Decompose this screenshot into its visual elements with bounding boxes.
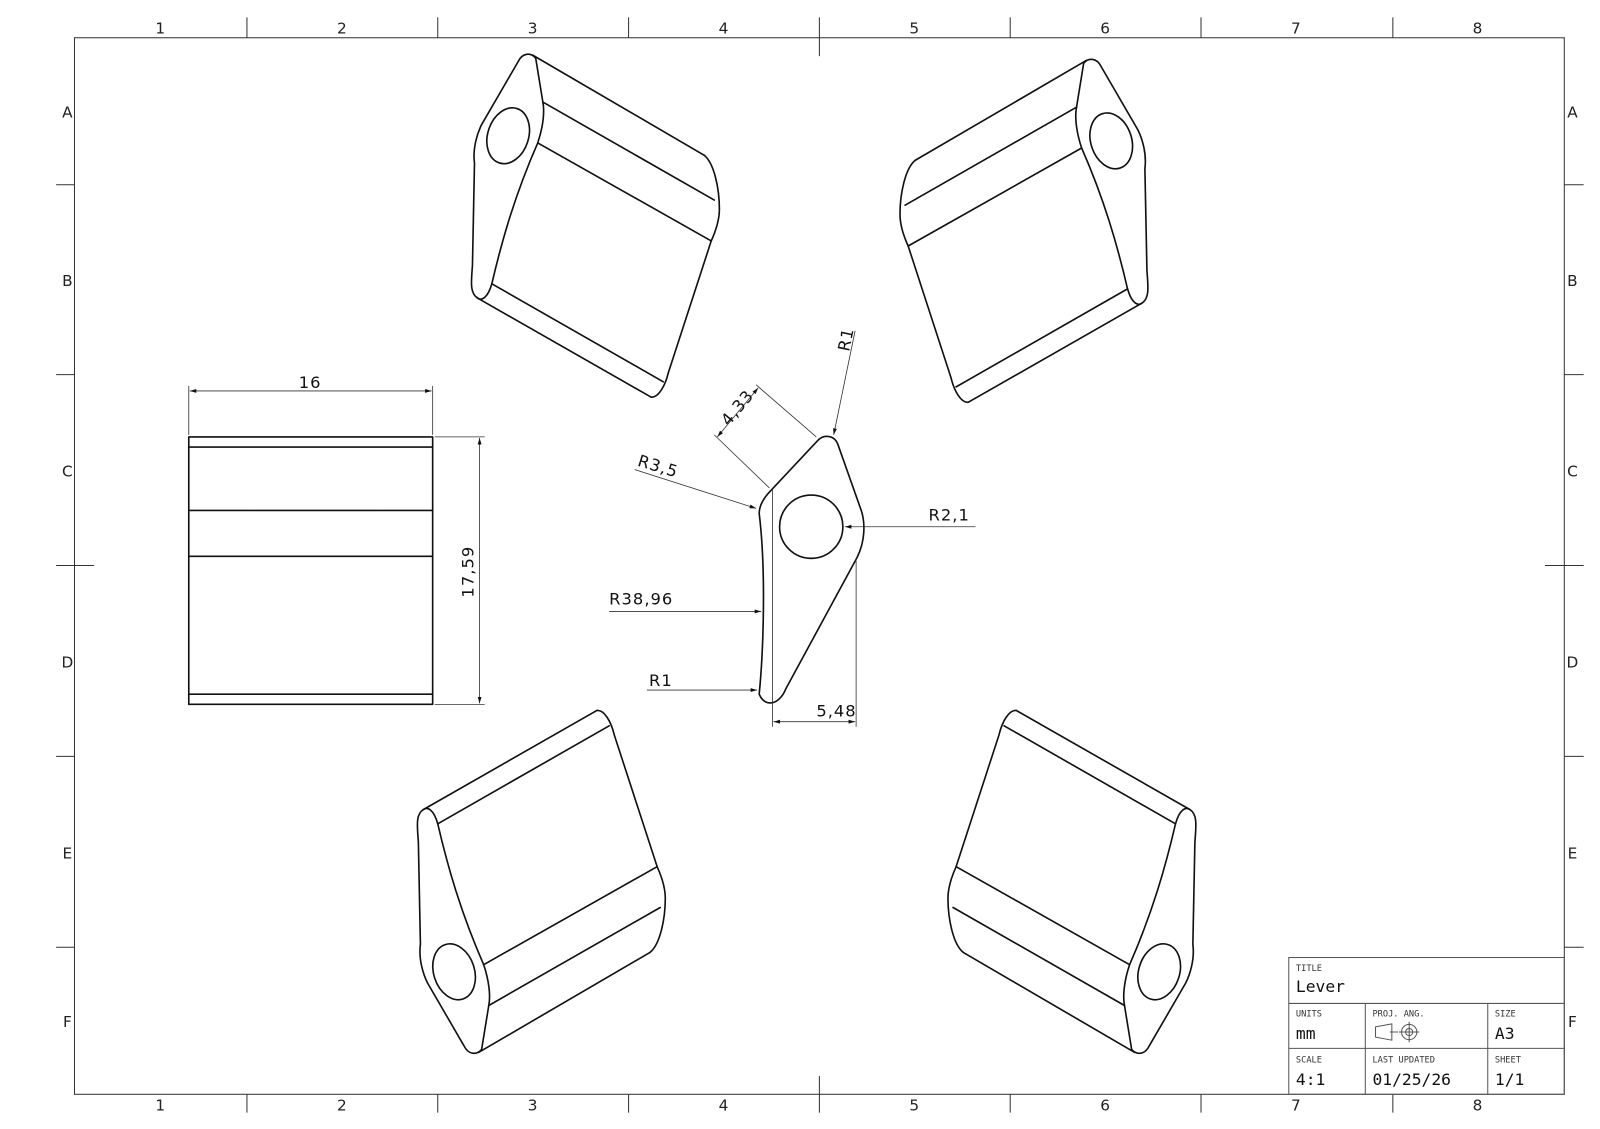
row-label: A	[62, 103, 73, 121]
sheet-value: 1/1	[1495, 1070, 1524, 1089]
size-value: A3	[1495, 1024, 1515, 1043]
iso-view-top-left	[470, 53, 721, 398]
column-label: 8	[1473, 20, 1483, 38]
row-label: D	[1567, 654, 1579, 672]
row-label: B	[62, 272, 72, 290]
row-label: F	[1568, 1013, 1577, 1031]
column-label: 8	[1473, 1097, 1483, 1115]
row-labels-right: A B C D E F	[1567, 103, 1579, 1031]
column-label: 1	[155, 1097, 165, 1115]
iso-view-top-right	[899, 58, 1149, 404]
offset-label: 5,48	[816, 702, 856, 721]
row-label: F	[63, 1013, 72, 1031]
projection-label: PROJ. ANG.	[1372, 1010, 1424, 1020]
radius-arc-label: R38,96	[609, 589, 673, 608]
column-label: 4	[719, 20, 729, 38]
row-label: C	[62, 463, 73, 481]
column-labels-bottom: 1 2 3 4 5 6 7 8	[155, 1097, 1482, 1115]
hole	[778, 494, 844, 560]
iso-view-bottom-left	[416, 709, 667, 1055]
row-label: E	[63, 844, 73, 862]
row-label: C	[1567, 463, 1578, 481]
row-labels-left: A B C D E F	[61, 103, 73, 1031]
zone-ticks	[56, 17, 1584, 1113]
last-updated-value: 01/25/26	[1372, 1070, 1451, 1089]
title-label: TITLE	[1296, 964, 1322, 974]
iso-view-bottom-right	[947, 709, 1197, 1055]
column-label: 5	[909, 20, 919, 38]
column-label: 1	[155, 20, 165, 38]
column-label: 3	[528, 1097, 538, 1115]
size-label: SIZE	[1495, 1010, 1516, 1020]
column-label: 2	[337, 20, 347, 38]
column-label: 5	[909, 1097, 919, 1115]
column-label: 6	[1100, 1097, 1110, 1115]
title-block: TITLE Lever UNITS mm PROJ. ANG. SIZE A3 …	[1288, 956, 1565, 1095]
title-value: Lever	[1296, 977, 1345, 996]
radius-bottom-label: R1	[649, 671, 673, 690]
column-label: 7	[1291, 20, 1301, 38]
scale-value: 4:1	[1296, 1070, 1325, 1089]
chamfer-label: 4,33	[717, 386, 758, 429]
column-label: 7	[1291, 1097, 1301, 1115]
column-label: 4	[719, 1097, 729, 1115]
height-dimension: 17,59	[458, 546, 477, 598]
row-label: E	[1568, 844, 1578, 862]
sheet-label: SHEET	[1495, 1056, 1522, 1066]
third-angle-projection-icon	[1375, 1021, 1420, 1043]
column-label: 2	[337, 1097, 347, 1115]
scale-label: SCALE	[1296, 1056, 1322, 1066]
side-view: 16 17,59	[187, 373, 485, 706]
units-value: mm	[1296, 1024, 1316, 1043]
radius-hole-label: R2,1	[929, 506, 970, 525]
column-labels-top: 1 2 3 4 5 6 7 8	[155, 20, 1482, 38]
column-label: 6	[1100, 20, 1110, 38]
row-label: A	[1567, 103, 1578, 121]
column-label: 3	[528, 20, 538, 38]
radius-top-label: R1	[834, 326, 858, 353]
row-label: B	[1567, 272, 1577, 290]
row-label: D	[61, 654, 73, 672]
width-dimension: 16	[299, 373, 322, 392]
last-updated-label: LAST UPDATED	[1372, 1056, 1435, 1066]
units-label: UNITS	[1296, 1010, 1322, 1020]
sheet-border	[73, 37, 1565, 1095]
